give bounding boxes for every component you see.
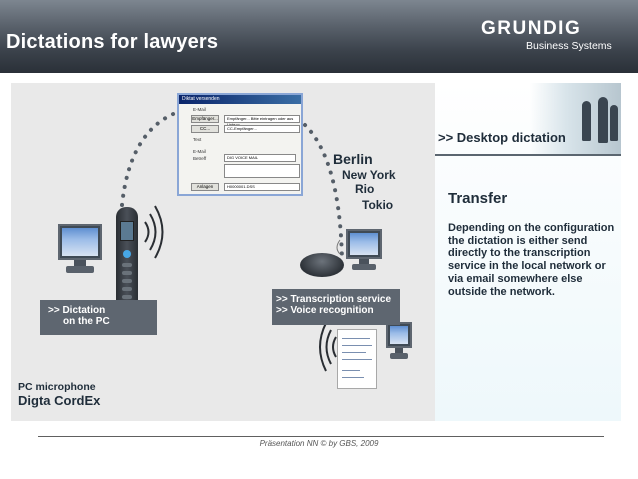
email-label-2: E-Mail bbox=[193, 149, 206, 154]
dotted-arc-right bbox=[303, 123, 344, 262]
person-silhouette bbox=[598, 97, 608, 143]
attachments-field[interactable]: H0000001.DSS bbox=[224, 183, 300, 191]
document-icon bbox=[337, 329, 377, 389]
grundig-logo: GRUNDIG bbox=[481, 18, 582, 39]
recipient-field[interactable]: Empfänger... Bitte eintragen oder aus Li… bbox=[224, 115, 300, 127]
dictation-label-box: >> Dictation on the PC bbox=[40, 300, 157, 335]
digta-recorder-icon bbox=[116, 207, 138, 323]
transfer-heading: Transfer bbox=[448, 190, 508, 207]
dictation-label-line1: >> Dictation bbox=[48, 305, 106, 316]
person-silhouette bbox=[610, 105, 618, 141]
transfer-description: Depending on the configuration the dicta… bbox=[448, 222, 615, 298]
office-photo bbox=[530, 83, 621, 155]
cc-field[interactable]: CC-Empfänger... bbox=[224, 125, 300, 133]
footer-text: Präsentation NN © by GBS, 2009 bbox=[259, 439, 379, 448]
logo-subtitle: Business Systems bbox=[526, 40, 612, 52]
subject-field[interactable]: DIG VOICE MAIL bbox=[224, 154, 296, 162]
voice-recognition-label: >> Voice recognition bbox=[276, 305, 374, 316]
dotted-arc-left bbox=[120, 110, 180, 207]
page-title: Dictations for lawyers bbox=[6, 31, 219, 53]
recipient-button[interactable]: Empfänger... bbox=[191, 115, 219, 123]
wireless-wave-icon bbox=[144, 205, 164, 259]
email-dialog: Diktat versenden E-Mail Empfänger... Emp… bbox=[177, 93, 303, 196]
foot-control-icon bbox=[300, 253, 344, 277]
email-dialog-title: Diktat versenden bbox=[179, 95, 301, 104]
city-new-york: New York bbox=[342, 168, 396, 182]
desktop-dictation-link[interactable]: >> Desktop dictation bbox=[438, 130, 566, 145]
footer-divider bbox=[38, 436, 604, 437]
dictation-label-line2: on the PC bbox=[63, 316, 110, 327]
subject-label: Betreff bbox=[193, 156, 207, 161]
device-name: Digta CordEx bbox=[18, 393, 101, 408]
header-bar: Dictations for lawyers GRUNDIG Business … bbox=[0, 0, 638, 73]
city-rio: Rio bbox=[355, 182, 375, 196]
city-berlin: Berlin bbox=[333, 151, 373, 167]
email-label: E-Mail bbox=[193, 107, 206, 112]
person-silhouette bbox=[582, 101, 591, 141]
text-label: Text bbox=[193, 137, 202, 142]
wireless-wave-icon bbox=[319, 322, 337, 372]
city-tokio: Tokio bbox=[362, 198, 394, 212]
cable-icon bbox=[336, 239, 341, 255]
cc-button[interactable]: CC... bbox=[191, 125, 219, 133]
attachments-button[interactable]: Anlagen bbox=[191, 183, 219, 191]
transcription-label-box: >> Transcription service >> Voice recogn… bbox=[272, 289, 400, 325]
message-textarea[interactable] bbox=[224, 164, 300, 178]
pc-microphone-label: PC microphone bbox=[18, 381, 96, 393]
transcription-service-label: >> Transcription service bbox=[276, 294, 392, 305]
divider bbox=[435, 154, 621, 156]
